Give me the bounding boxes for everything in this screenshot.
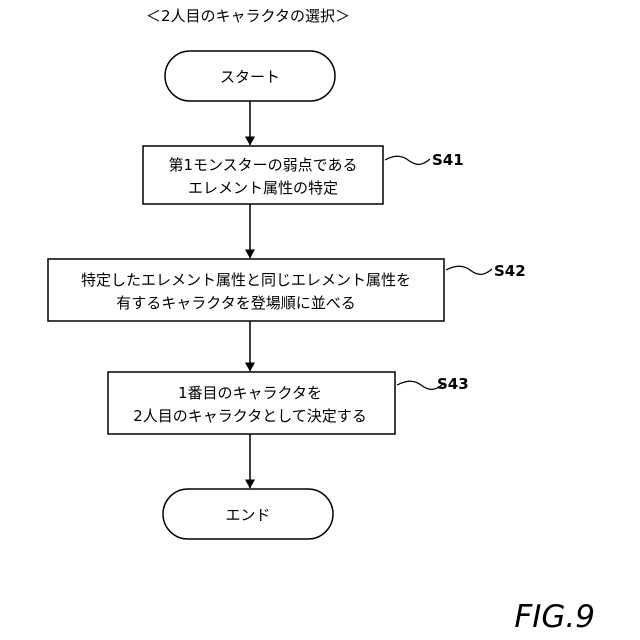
step-label-s43: S43 <box>437 375 469 393</box>
start-terminal-label: スタート <box>220 68 280 86</box>
s42-leader-line <box>446 266 492 274</box>
process-s42: 特定したエレメント属性と同じエレメント属性を 有するキャラクタを登場順に並べる … <box>48 259 526 321</box>
process-s43: 1番目のキャラクタを 2人目のキャラクタとして決定する S43 <box>108 372 469 434</box>
end-terminal: エンド <box>163 489 333 539</box>
process-s43-line-2: 2人目のキャラクタとして決定する <box>133 407 367 425</box>
process-s41-line-2: エレメント属性の特定 <box>188 179 338 197</box>
end-terminal-label: エンド <box>225 506 270 524</box>
process-s41-line-1: 第1モンスターの弱点である <box>168 156 357 174</box>
process-s43-line-1: 1番目のキャラクタを <box>178 384 322 402</box>
s41-leader-line <box>385 156 430 164</box>
diagram-title: ＜2人目のキャラクタの選択＞ <box>146 7 350 25</box>
process-s41: 第1モンスターの弱点である エレメント属性の特定 S41 <box>143 146 464 204</box>
start-terminal: スタート <box>165 51 335 101</box>
step-label-s41: S41 <box>432 151 464 169</box>
process-s42-line-2: 有するキャラクタを登場順に並べる <box>116 294 355 312</box>
process-s42-line-1: 特定したエレメント属性と同じエレメント属性を <box>81 271 411 289</box>
figure-label: FIG.9 <box>514 599 595 635</box>
step-label-s42: S42 <box>494 262 526 280</box>
